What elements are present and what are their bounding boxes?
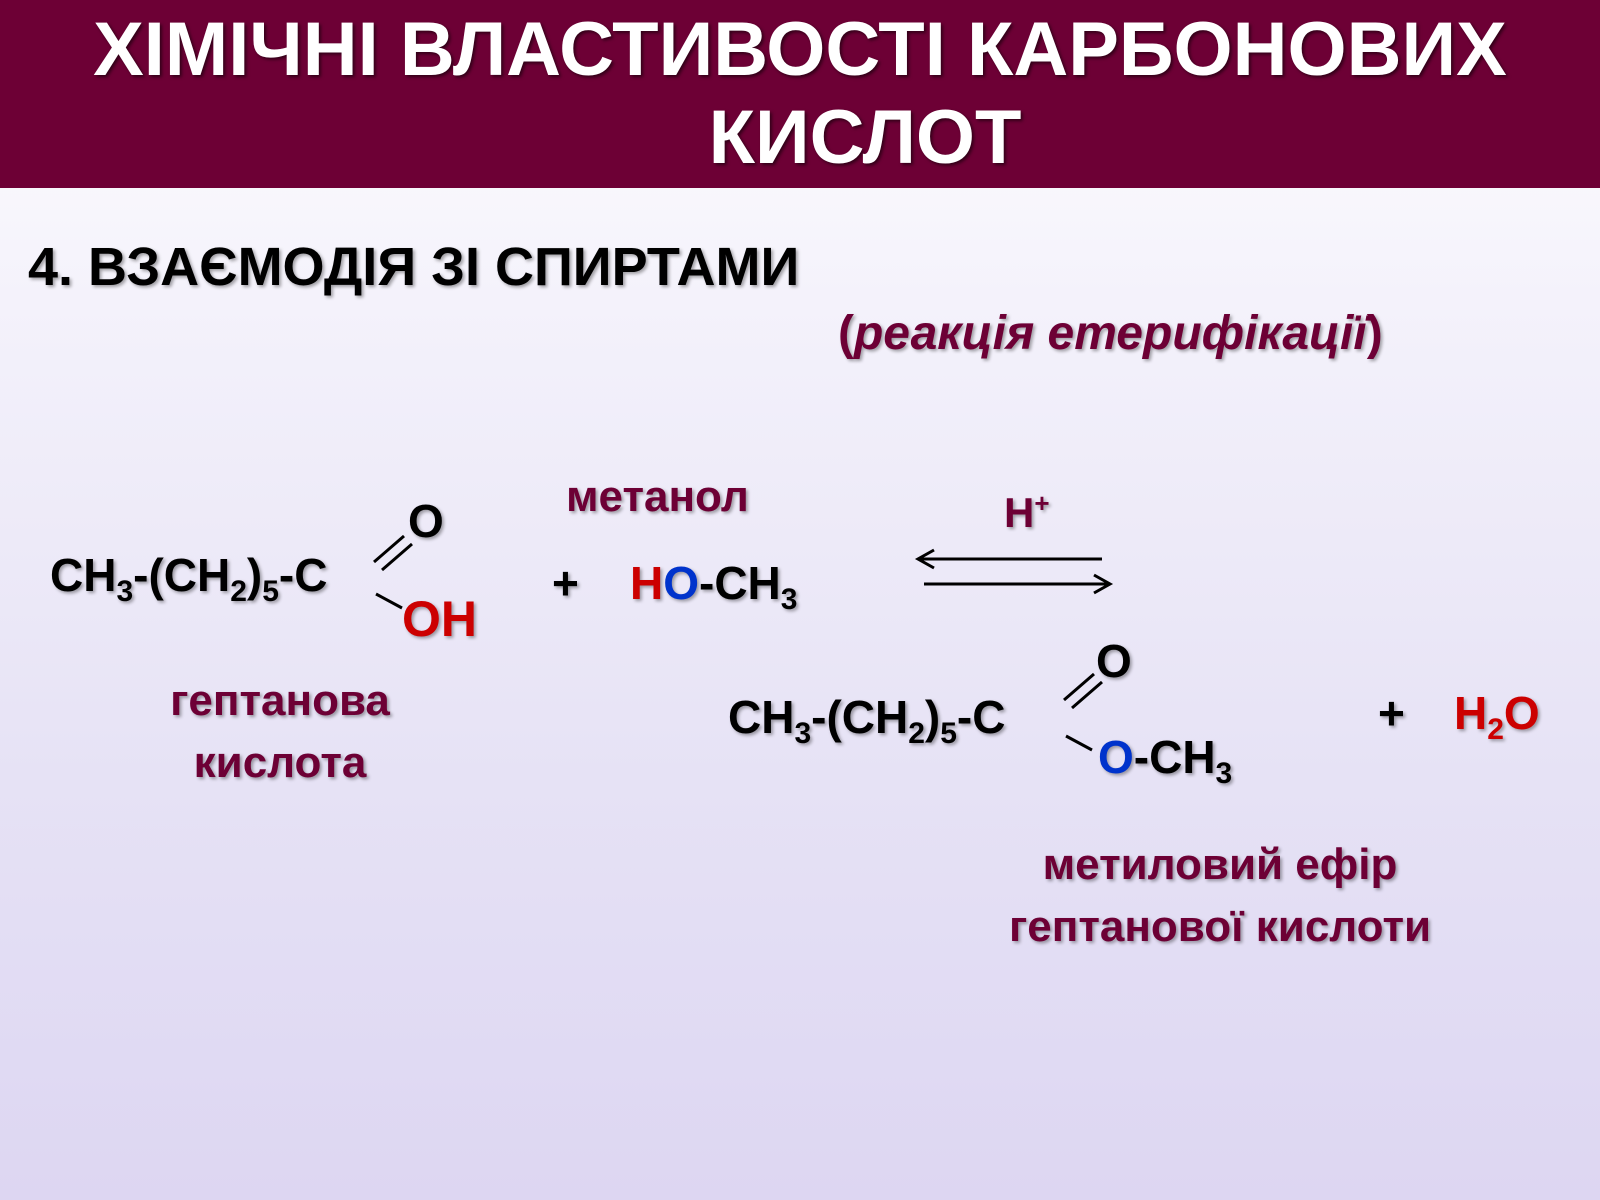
acid-ch: CH: [50, 549, 117, 601]
methanol-hydrogen: H: [630, 557, 664, 609]
forward-arrow: [924, 573, 1114, 595]
catalyst-charge: +: [1034, 488, 1050, 518]
methanol-formula: HO-CH3: [630, 556, 797, 615]
catalyst-hydrogen: H: [1004, 489, 1035, 536]
acid-formula: CH3-(CH2)5-C: [50, 548, 328, 607]
ester-sub-3: 3: [794, 717, 812, 750]
section-heading: 4. ВЗАЄМОДІЯ ЗІ СПИРТАМИ: [28, 237, 800, 297]
subtitle-open-paren: (: [838, 307, 854, 360]
ester-name-line-1: метиловий ефір: [1042, 840, 1398, 889]
acid-hydroxyl-group: OH: [402, 591, 477, 647]
acid-ch2: -(CH: [133, 549, 231, 601]
ester-name: метиловий ефір гептанової кислоти: [950, 834, 1490, 958]
acid-carbonyl-oxygen: O: [408, 495, 444, 547]
plus-sign-2: +: [1378, 687, 1405, 739]
acid-sub-2: 2: [230, 575, 247, 608]
ester-carbonyl-oxygen: O: [1096, 635, 1132, 687]
water-sub-2: 2: [1487, 713, 1504, 746]
catalyst-label: H+: [1004, 488, 1050, 537]
ester-sub-5: 5: [940, 717, 957, 750]
ester-paren: ): [924, 691, 941, 743]
acid-carbon: -C: [278, 549, 328, 601]
ester-formula: CH3-(CH2)5-C: [728, 690, 1006, 749]
acid-sub-3: 3: [116, 575, 134, 608]
water-oxygen: O: [1503, 687, 1540, 739]
ester-methoxy-group: O-CH3: [1098, 730, 1232, 789]
methanol-methyl: -CH: [699, 557, 781, 609]
water-formula: H2O: [1454, 686, 1540, 745]
ester-ch: CH: [728, 691, 795, 743]
ester-sub-3-end: 3: [1215, 757, 1233, 790]
methanol-sub-3: 3: [780, 583, 798, 616]
title-line-2: КИСЛОТ: [708, 95, 1022, 180]
acid-name: гептанова кислота: [150, 670, 410, 794]
reaction-type-subtitle: (реакція етерифікації): [838, 306, 1383, 361]
ester-carbon: -C: [956, 691, 1006, 743]
acid-single-bond: [375, 592, 403, 610]
ester-oxygen: O: [1098, 731, 1134, 783]
reverse-arrow: [914, 548, 1102, 570]
acid-double-bond: [373, 534, 413, 572]
subtitle-text: реакція етерифікації: [853, 307, 1367, 360]
plus-sign-1: +: [552, 557, 579, 609]
methanol-oxygen: O: [663, 557, 700, 609]
ester-ch2: -(CH: [811, 691, 909, 743]
water-hydrogen: H: [1454, 687, 1488, 739]
ester-sub-2: 2: [908, 717, 925, 750]
alcohol-name: метанол: [566, 472, 749, 521]
acid-name-line-2: кислота: [193, 738, 367, 787]
subtitle-close-paren: ): [1366, 307, 1383, 360]
acid-sub-5: 5: [262, 575, 279, 608]
acid-paren: ): [246, 549, 263, 601]
ester-single-bond: [1065, 734, 1093, 752]
ester-double-bond: [1063, 672, 1103, 710]
title-line-1: ХІМІЧНІ ВЛАСТИВОСТІ КАРБОНОВИХ: [93, 7, 1507, 92]
ester-name-line-2: гептанової кислоти: [1008, 902, 1432, 951]
acid-name-line-1: гептанова: [170, 676, 390, 725]
ester-methyl: -CH: [1133, 731, 1216, 783]
title-bar: ХІМІЧНІ ВЛАСТИВОСТІ КАРБОНОВИХ КИСЛОТ: [0, 0, 1600, 188]
